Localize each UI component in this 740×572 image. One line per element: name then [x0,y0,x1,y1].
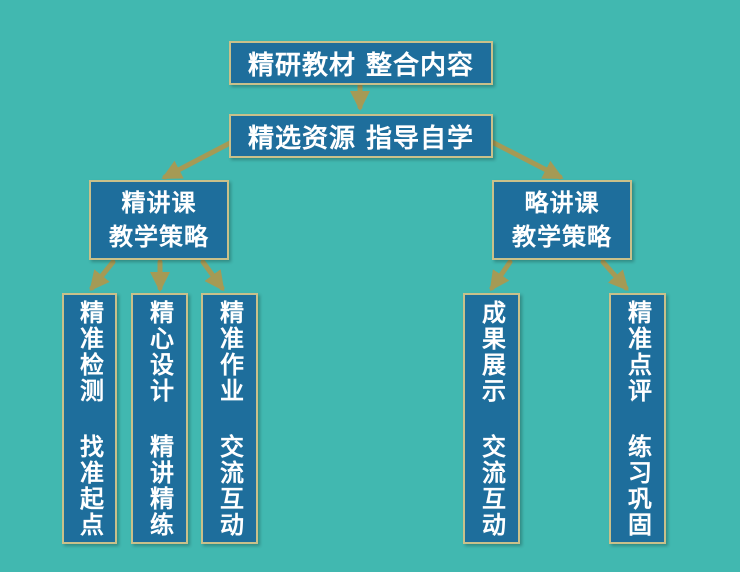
node-right-branch: 略讲课 教学策略 [492,180,632,260]
arrow-second-to-right-branch [489,139,564,180]
leaf-node-5: 精准点评 练习巩固 [609,293,666,544]
arrow-right-to-leaf-4 [489,259,513,292]
left-branch-line2: 教学策略 [109,223,209,251]
leaf-4-label: 成果展示 交流互动 [477,299,506,538]
arrow-left-to-leaf-3 [200,259,225,292]
leaf-node-2: 精心设计 精讲精练 [131,293,188,544]
right-branch-line1: 略讲课 [524,189,600,217]
leaf-5-label: 精准点评 练习巩固 [623,299,652,538]
node-left-branch: 精讲课 教学策略 [89,180,229,260]
left-branch-line1: 精讲课 [121,189,197,217]
node-top-label: 精研教材 整合内容 [247,50,475,81]
arrow-second-to-left-branch [161,139,235,180]
right-branch-line2: 教学策略 [512,223,612,251]
leaf-node-1: 精准检测 找准起点 [62,293,117,544]
leaf-3-label: 精准作业 交流互动 [215,299,244,538]
leaf-1-label: 精准检测 找准起点 [75,299,104,538]
leaf-2-label: 精心设计 精讲精练 [145,299,174,538]
node-second: 精选资源 指导自学 [229,114,493,158]
node-second-label: 精选资源 指导自学 [247,123,475,154]
leaf-node-3: 精准作业 交流互动 [201,293,258,544]
arrow-right-to-leaf-5 [600,259,629,291]
arrow-left-to-leaf-1 [89,259,116,292]
node-top: 精研教材 整合内容 [229,41,493,85]
leaf-node-4: 成果展示 交流互动 [463,293,520,544]
